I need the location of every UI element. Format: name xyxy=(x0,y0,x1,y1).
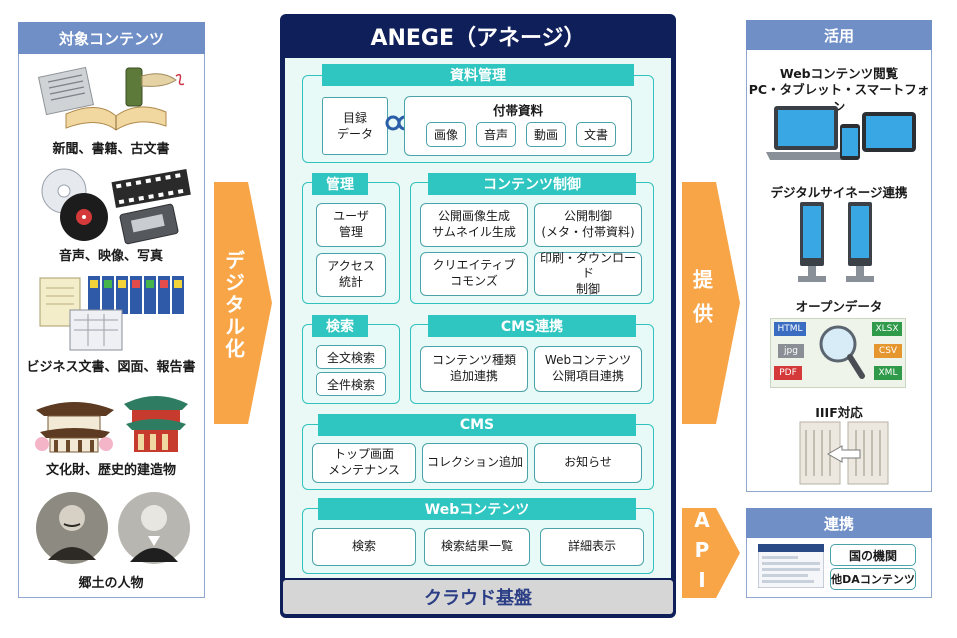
category-cultural-heritage: 文化財、歴史的建造物 xyxy=(45,463,176,478)
magnifier-icon xyxy=(819,325,865,379)
category-audio-video: 音声、映像、写真 xyxy=(58,249,163,264)
usage-web-viewing-label: Webコンテンツ閲覧 PC・タブレット・スマートフォン xyxy=(748,66,930,114)
usage-opendata-label: オープンデータ xyxy=(795,299,883,314)
format-xml-tag: XML xyxy=(874,366,902,380)
user-management-button[interactable]: ユーザ 管理 xyxy=(316,203,386,247)
top-page-maintenance-button[interactable]: トップ画面 メンテナンス xyxy=(312,443,416,483)
category-newspaper-books: 新聞、書籍、古文書 xyxy=(52,142,170,157)
futai-image-button[interactable]: 画像 xyxy=(426,122,466,147)
other-da-contents-button[interactable]: 他DAコンテンツ xyxy=(830,568,916,590)
binders-documents-illustration xyxy=(39,276,184,351)
cloud-base-bar: クラウド基盤 xyxy=(283,580,673,614)
devices-illustration xyxy=(766,106,916,160)
catalog-data-label: 目録 データ xyxy=(336,110,373,141)
format-csv-tag: CSV xyxy=(874,344,902,358)
content-type-link-button[interactable]: コンテンツ種類 追加連携 xyxy=(420,346,528,392)
format-jpg-tag: jpg xyxy=(778,344,804,358)
print-download-control-button[interactable]: 印刷・ダウンロード 制御 xyxy=(534,251,642,296)
section-web-contents-title: Webコンテンツ xyxy=(318,498,636,520)
fulltext-search-button[interactable]: 全文検索 xyxy=(316,345,386,369)
portraits-illustration xyxy=(36,492,190,564)
collection-add-button[interactable]: コレクション追加 xyxy=(422,443,528,483)
category-local-figures: 郷土の人物 xyxy=(78,576,144,591)
futai-audio-button[interactable]: 音声 xyxy=(476,122,516,147)
public-control-button[interactable]: 公開制御 (メタ・付帯資料) xyxy=(534,203,642,247)
format-html-tag: HTML xyxy=(774,322,806,336)
web-content-fields-link-button[interactable]: Webコンテンツ 公開項目連携 xyxy=(534,346,642,392)
section-shiryo-title: 資料管理 xyxy=(322,64,634,86)
link-header: 連携 xyxy=(746,508,932,538)
national-agency-button[interactable]: 国の機関 xyxy=(830,544,916,566)
announcements-button[interactable]: お知らせ xyxy=(534,443,642,483)
target-contents-header: 対象コンテンツ xyxy=(18,22,205,54)
iiif-illustration xyxy=(799,421,889,485)
newspaper-book-illustration xyxy=(38,66,185,131)
attached-materials-title: 付帯資料 xyxy=(492,102,543,118)
public-image-gen-button[interactable]: 公開画像生成 サムネイル生成 xyxy=(420,203,528,247)
usage-header: 活用 xyxy=(746,20,932,50)
usage-panel xyxy=(746,20,932,492)
signage-illustration xyxy=(798,202,874,282)
futai-document-button[interactable]: 文書 xyxy=(576,122,616,147)
digitize-arrow-label: デジタル化 xyxy=(221,250,246,360)
usage-signage-label: デジタルサイネージ連携 xyxy=(770,185,908,200)
section-contents-control-title: コンテンツ制御 xyxy=(428,173,636,195)
format-xlsx-tag: XLSX xyxy=(872,322,902,336)
all-records-search-button[interactable]: 全件検索 xyxy=(316,372,386,396)
creative-commons-button[interactable]: クリエイティブ コモンズ xyxy=(420,252,528,296)
usage-iiif-label: IIIF対応 xyxy=(815,405,863,420)
section-cms-link-title: CMS連携 xyxy=(428,315,636,337)
disc-tape-illustration xyxy=(41,168,191,245)
section-search-title: 検索 xyxy=(312,315,368,337)
format-pdf-tag: PDF xyxy=(774,366,802,380)
section-cms-title: CMS xyxy=(318,414,636,436)
access-stats-button[interactable]: アクセス 統計 xyxy=(316,253,386,297)
category-business-docs: ビジネス文書、図面、報告書 xyxy=(26,360,196,375)
platform-title: ANEGE（アネージ） xyxy=(370,26,586,51)
provide-arrow xyxy=(682,182,740,424)
web-results-list-button[interactable]: 検索結果一覧 xyxy=(424,528,530,566)
digitize-arrow xyxy=(214,182,272,424)
catalog-data-box: 目録 データ xyxy=(322,97,388,155)
temple-building-illustration xyxy=(35,396,188,453)
futai-video-button[interactable]: 動画 xyxy=(526,122,566,147)
web-detail-view-button[interactable]: 詳細表示 xyxy=(540,528,644,566)
section-kanri-title: 管理 xyxy=(312,173,368,195)
provide-arrow-label: 提供 xyxy=(689,269,714,337)
external-site-screenshot xyxy=(758,544,824,588)
api-arrow xyxy=(682,508,740,598)
api-arrow-label: API xyxy=(690,508,714,598)
web-search-button[interactable]: 検索 xyxy=(312,528,416,566)
